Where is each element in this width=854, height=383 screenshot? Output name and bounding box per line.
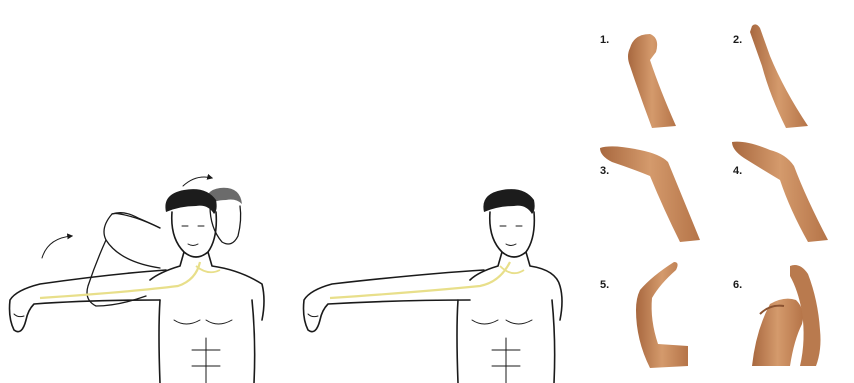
hand-step-3: 3.	[600, 146, 700, 242]
wrist-extension-fingers-image	[732, 142, 828, 242]
forearm-fist-image	[628, 34, 676, 128]
step-2-label: 2.	[733, 34, 742, 46]
nerve-path	[330, 262, 510, 298]
hand-step-4: 4.	[732, 142, 828, 242]
hand-step-5: 5.	[600, 262, 688, 368]
step-3-label: 3.	[600, 165, 609, 177]
hand-step-2: 2.	[733, 24, 808, 128]
head-turn-arrow-icon	[183, 177, 212, 186]
hand-ring-image	[752, 299, 803, 366]
step-4-label: 4.	[733, 165, 742, 177]
step-5-label: 5.	[600, 279, 609, 291]
arm-rotation-arrow-icon	[42, 236, 72, 258]
head	[483, 189, 534, 257]
panel-b-figure	[304, 189, 563, 383]
hand-step-6: 6.	[733, 265, 821, 366]
forearm-extended-hand-image	[750, 24, 808, 128]
step-6-label: 6.	[733, 279, 742, 291]
elbow-flexion-image	[636, 262, 688, 368]
step-1-label: 1.	[600, 34, 609, 46]
wrist-extension-image	[600, 146, 700, 242]
hand-steps-grid: 1. 2. 3. 4. 5. 6.	[600, 24, 828, 368]
head	[165, 189, 216, 257]
panel-a-figure	[10, 177, 265, 383]
hand-step-1: 1.	[600, 34, 676, 128]
horizontal-arm	[10, 270, 167, 332]
